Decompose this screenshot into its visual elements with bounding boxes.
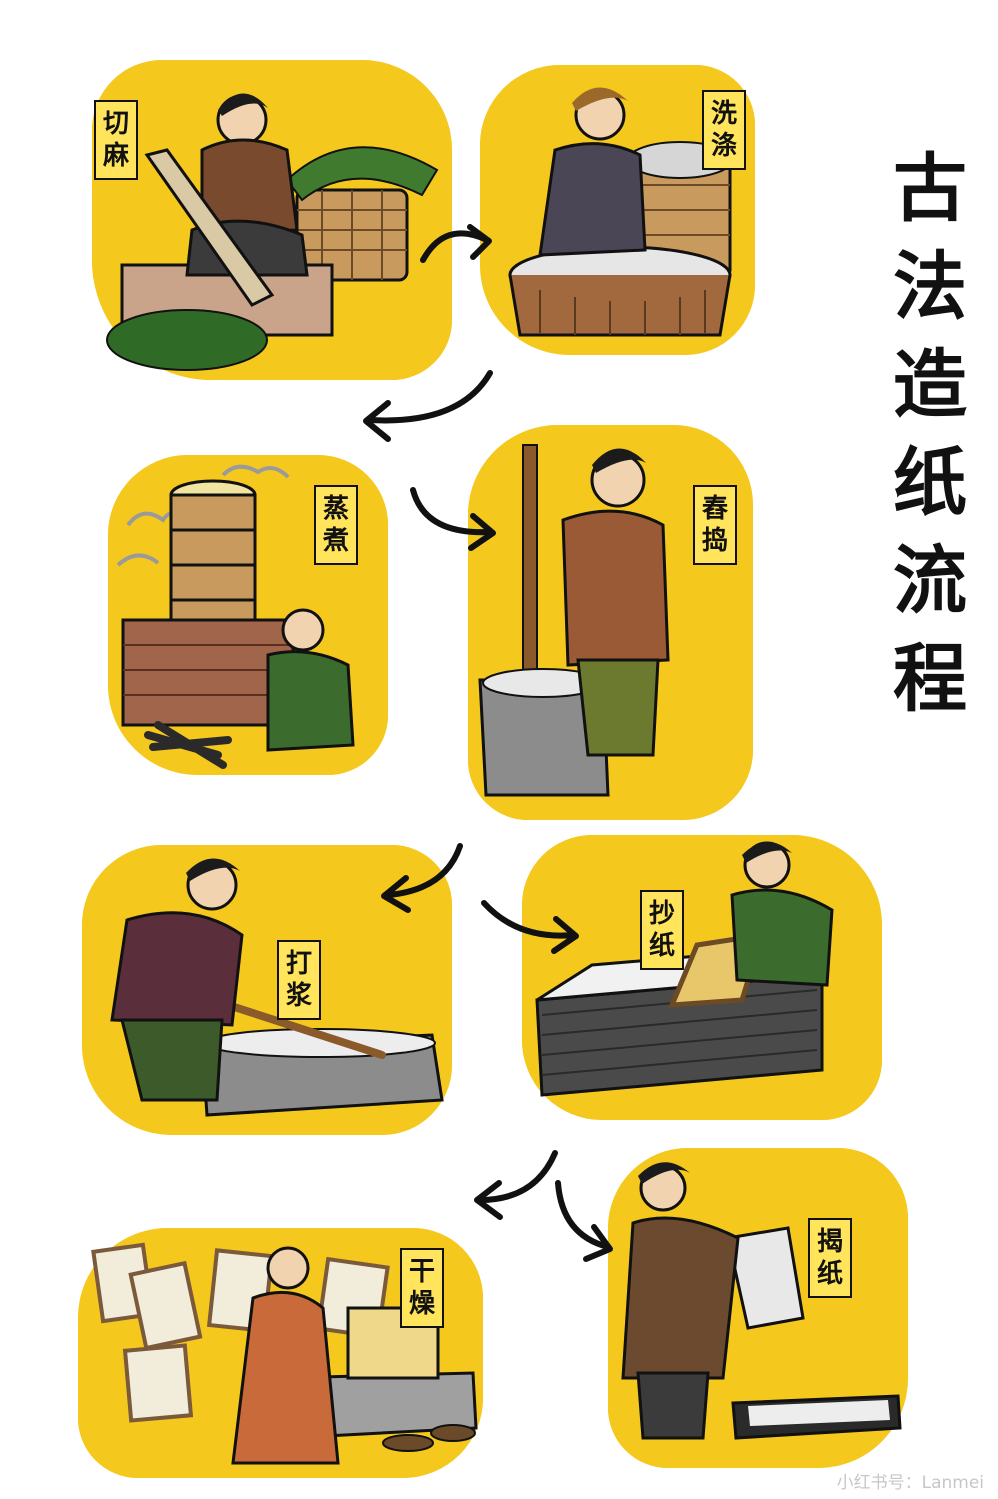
- label-char: 煮: [316, 525, 356, 557]
- step-peel-paper-label: 揭 纸: [808, 1218, 852, 1298]
- label-char: 打: [279, 948, 319, 980]
- label-char: 涤: [704, 130, 744, 162]
- title-char: 法: [885, 238, 975, 336]
- arrow-cut-to-wash: [415, 215, 495, 275]
- label-char: 干: [402, 1256, 442, 1288]
- step-steam-boil-card: 蒸 煮: [108, 455, 388, 775]
- label-char: 燥: [402, 1288, 442, 1320]
- label-char: 麻: [96, 140, 136, 172]
- label-char: 纸: [642, 930, 682, 962]
- step-dry-card: 干 燥: [78, 1228, 483, 1478]
- label-char: 纸: [810, 1258, 850, 1290]
- step-peel-paper-card: 揭 纸: [608, 1148, 908, 1468]
- step-beat-pulp-label: 打 浆: [277, 940, 321, 1020]
- step-wash-card: 洗 涤: [480, 65, 755, 355]
- label-char: 蒸: [316, 493, 356, 525]
- step-pound-card: 舂 捣: [468, 425, 753, 820]
- label-char: 捣: [695, 525, 735, 557]
- title-char: 造: [885, 336, 975, 434]
- scoop-paper-illustration: [522, 835, 882, 1120]
- label-char: 舂: [695, 493, 735, 525]
- step-pound-label: 舂 捣: [693, 485, 737, 565]
- title-char: 流: [885, 532, 975, 630]
- step-wash-label: 洗 涤: [702, 90, 746, 170]
- label-char: 抄: [642, 898, 682, 930]
- watermark: 小红书号：Lanmei: [837, 1468, 984, 1493]
- step-cut-hemp-card: 切 麻: [92, 60, 452, 380]
- title-char: 古: [885, 140, 975, 238]
- arrow-dry-to-peel: [550, 1175, 620, 1265]
- step-dry-label: 干 燥: [400, 1248, 444, 1328]
- page-title: 古 法 造 纸 流 程: [885, 140, 975, 728]
- title-char: 程: [885, 630, 975, 728]
- arrow-steam-to-pound: [405, 480, 505, 560]
- arrow-pound-to-beat: [370, 840, 470, 915]
- label-char: 洗: [704, 98, 744, 130]
- step-cut-hemp-label: 切 麻: [94, 100, 138, 180]
- arrow-beat-to-scoop: [478, 895, 588, 960]
- label-char: 切: [96, 108, 136, 140]
- arrow-wash-to-steam: [350, 365, 500, 455]
- cut-hemp-illustration: [92, 60, 452, 380]
- step-scoop-paper-card: 抄 纸: [522, 835, 882, 1120]
- step-scoop-paper-label: 抄 纸: [640, 890, 684, 970]
- label-char: 揭: [810, 1226, 850, 1258]
- peel-paper-illustration: [608, 1148, 908, 1468]
- step-steam-boil-label: 蒸 煮: [314, 485, 358, 565]
- label-char: 浆: [279, 980, 319, 1012]
- title-char: 纸: [885, 434, 975, 532]
